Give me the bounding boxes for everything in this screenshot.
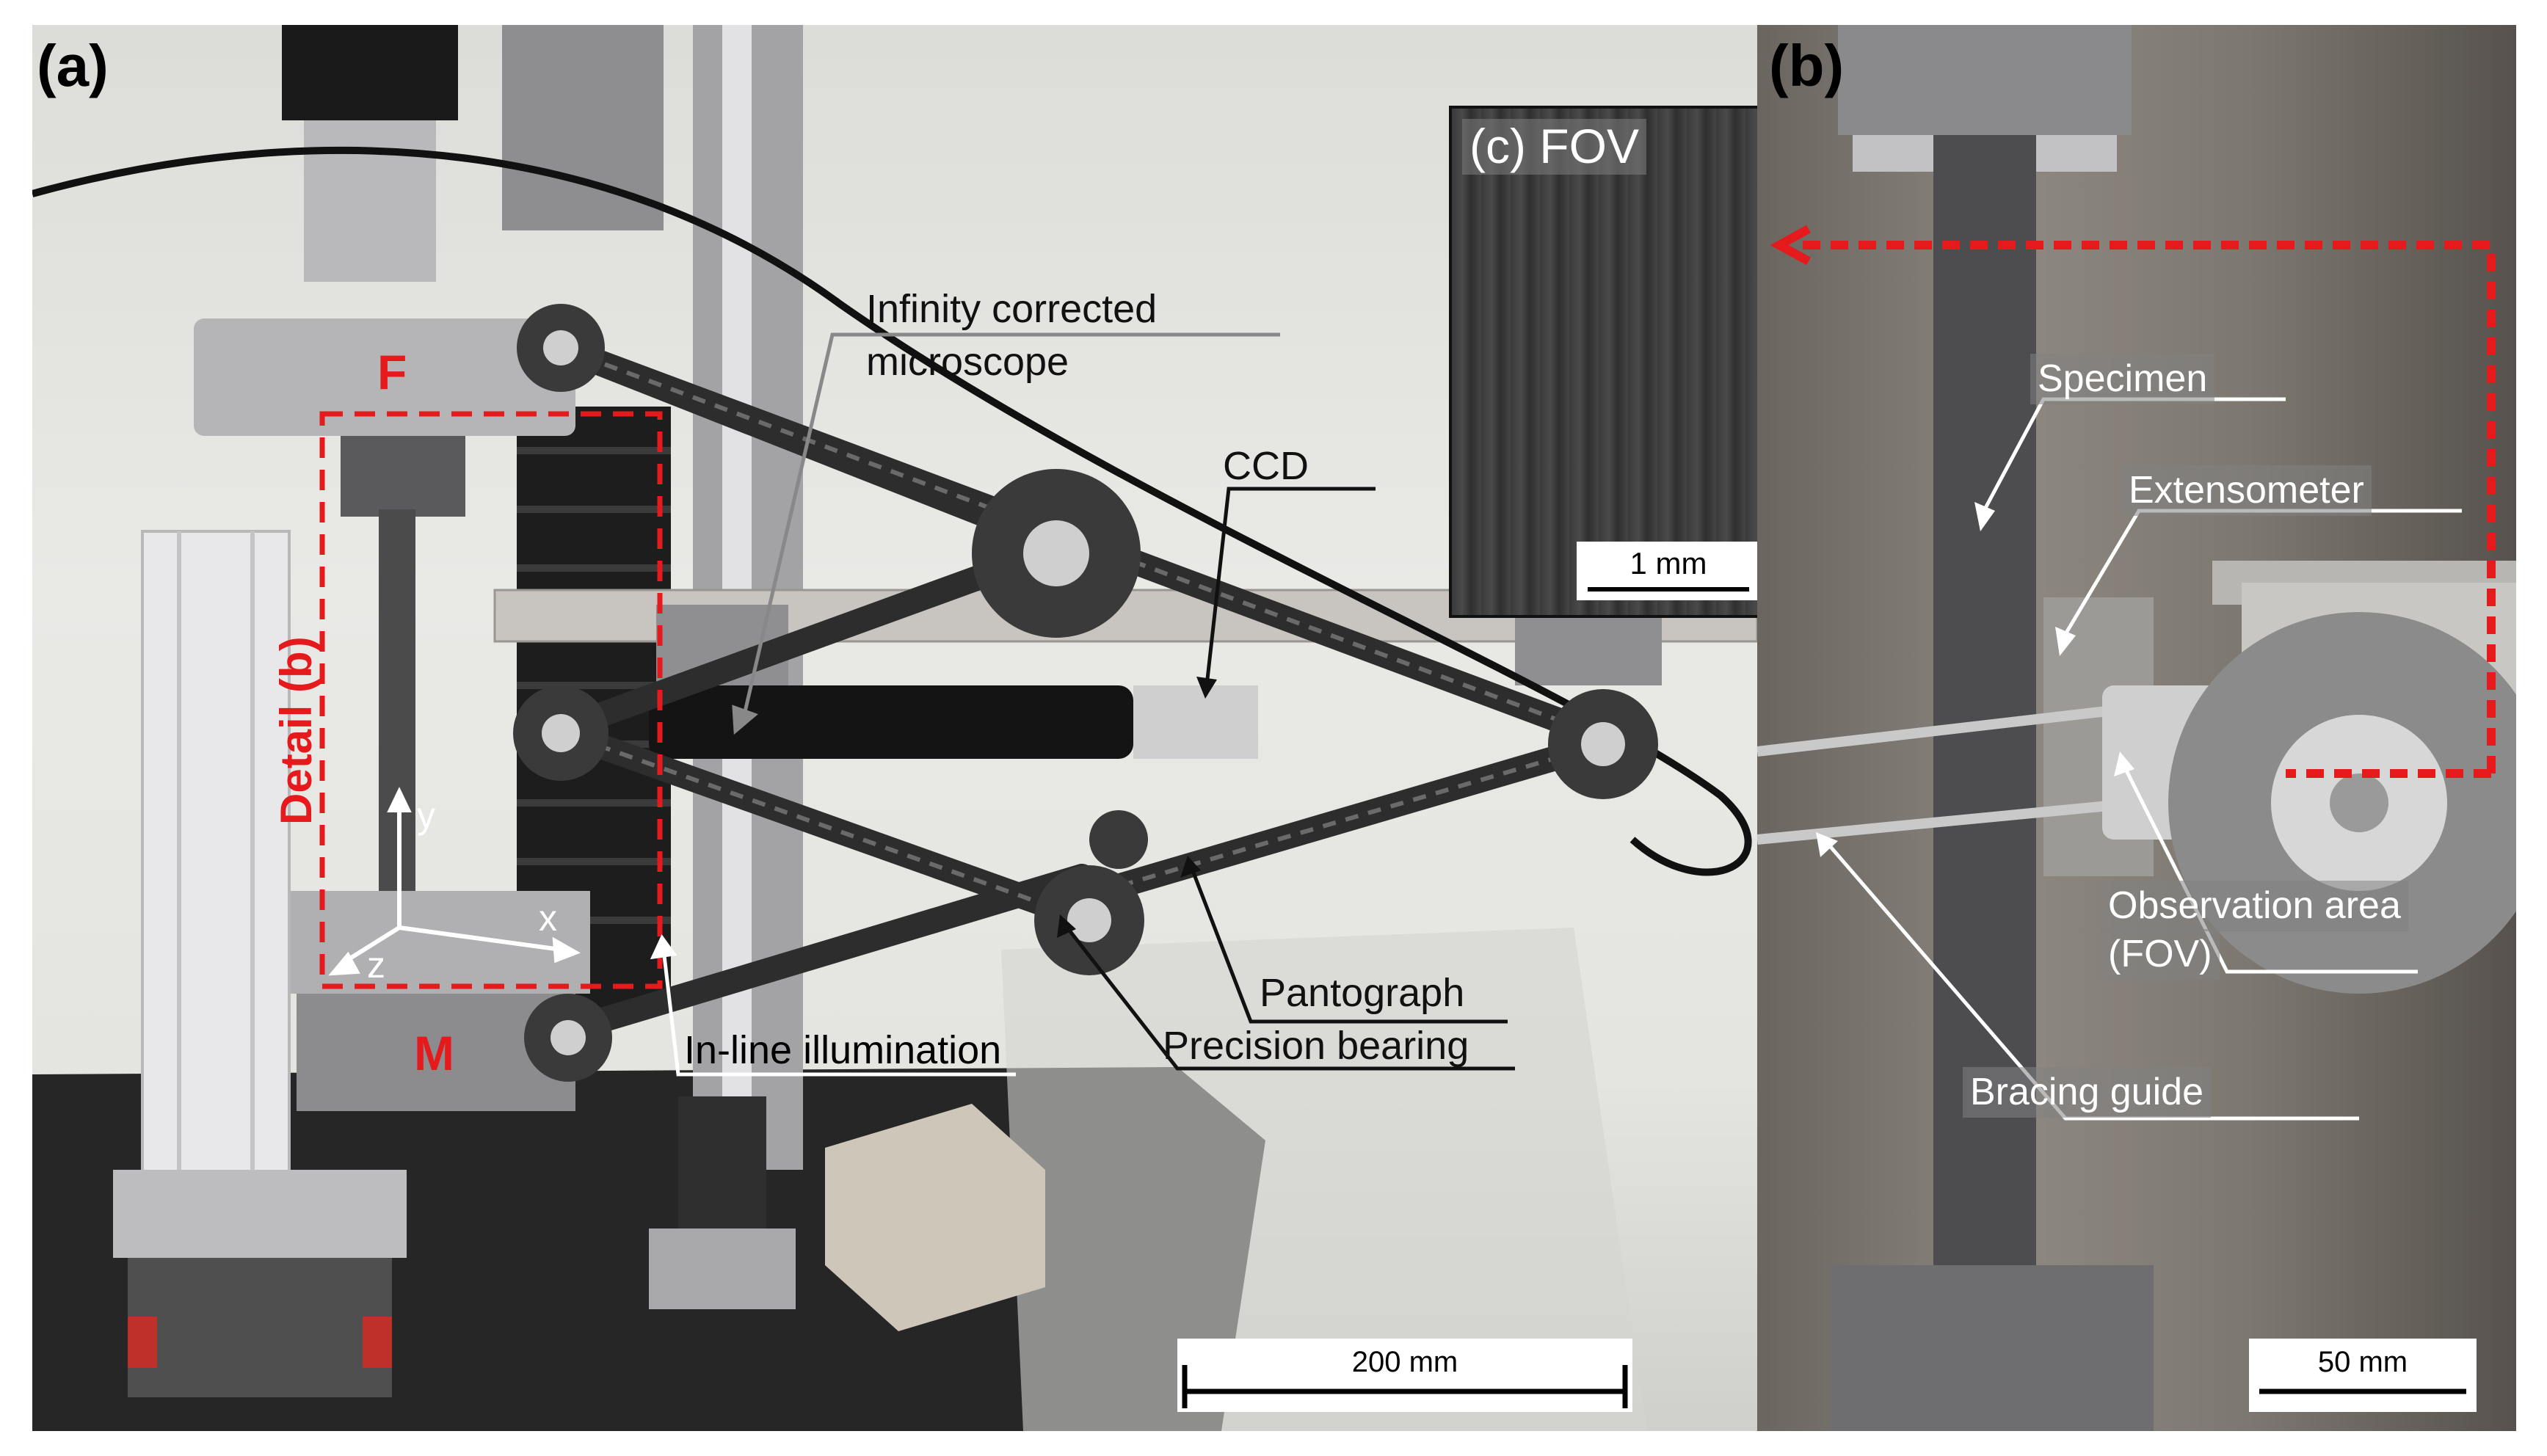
- upper-grip-block: [194, 318, 575, 436]
- scalebar-50-label: 50 mm: [2317, 1346, 2408, 1378]
- magnetic-base-body: [128, 1258, 392, 1397]
- microscope-tube: [649, 685, 1133, 759]
- b-specimen: [1933, 135, 2036, 1339]
- axis-label-x: x: [539, 898, 557, 939]
- axis-label-z: z: [367, 944, 385, 986]
- panel-a-apparatus-drawing: [32, 25, 1757, 1431]
- label-observation-line2: (FOV): [2101, 929, 2220, 980]
- label-specimen: Specimen: [2030, 354, 2215, 404]
- upper-grip-jaw: [341, 436, 465, 517]
- detail-b-box: [319, 411, 663, 989]
- b-leader-arrowheads: [1816, 502, 2134, 857]
- scalebar-50-bg: [2249, 1339, 2477, 1412]
- b-bracing-rod-1: [1757, 702, 2140, 757]
- load-cell: [282, 25, 458, 120]
- label-moving-grip: M: [414, 1026, 454, 1080]
- illumination-stand: [678, 1096, 766, 1243]
- label-inline-illumination: In-line illumination: [684, 1028, 1002, 1072]
- label-precision-bearing: Precision bearing: [1163, 1024, 1469, 1068]
- bearing-wheels: [513, 304, 1658, 1082]
- label-ccd: CCD: [1223, 444, 1309, 488]
- lower-grip-plate: [282, 891, 590, 994]
- label-observation-line1: Observation area: [2101, 881, 2408, 931]
- b-fov-path: [1794, 241, 2496, 774]
- fov-scalebar-bg: 1 mm: [1577, 542, 1757, 600]
- label-microscope-line2: microscope: [866, 340, 1069, 384]
- load-cell-adapter: [304, 120, 436, 282]
- aluminium-block: [825, 1104, 1045, 1331]
- rail-carriage-2: [1515, 605, 1662, 685]
- b-upper-grip: [1838, 25, 2132, 135]
- panel-a-letter: (a): [37, 33, 109, 98]
- panel-b-detail-drawing: [1757, 25, 2516, 1431]
- fov-scalebar-bar: [1588, 587, 1749, 592]
- label-fixed-grip: F: [377, 345, 407, 399]
- panel-b-photo: (b) Specimen Extensometer Observation ar…: [1757, 25, 2516, 1431]
- aluminium-post: [141, 530, 291, 1179]
- panel-b-letter: (b): [1769, 33, 1845, 98]
- background-laptop: [1001, 928, 1647, 1431]
- magnetic-base-top: [113, 1170, 407, 1258]
- scalebar-200-bg: [1177, 1339, 1632, 1412]
- label-extensometer: Extensometer: [2121, 465, 2372, 516]
- label-bracing-guide: Bracing guide: [1963, 1067, 2211, 1118]
- label-detail-b: Detail (b): [272, 636, 321, 825]
- annotation-leaders: [650, 332, 1515, 1077]
- b-lower-grip: [1831, 1265, 2154, 1431]
- b-bracing-rod-2: [1757, 798, 2140, 845]
- label-microscope-line1: Infinity corrected: [866, 287, 1158, 331]
- fov-inset-c: (c) FOV 1 mm: [1449, 106, 1757, 618]
- fov-scalebar-label: 1 mm: [1629, 546, 1707, 580]
- coordinate-axes: [328, 787, 581, 976]
- scalebar-200-label: 200 mm: [1351, 1346, 1458, 1378]
- fov-title: (c) FOV: [1462, 119, 1646, 175]
- label-pantograph: Pantograph: [1260, 971, 1465, 1015]
- axis-label-y: y: [417, 795, 435, 836]
- ccd-camera: [1133, 685, 1258, 759]
- panel-a-photo: (a) Infinity corrected microscope CCD Pa…: [32, 25, 1757, 1431]
- signal-cable: [32, 146, 1752, 876]
